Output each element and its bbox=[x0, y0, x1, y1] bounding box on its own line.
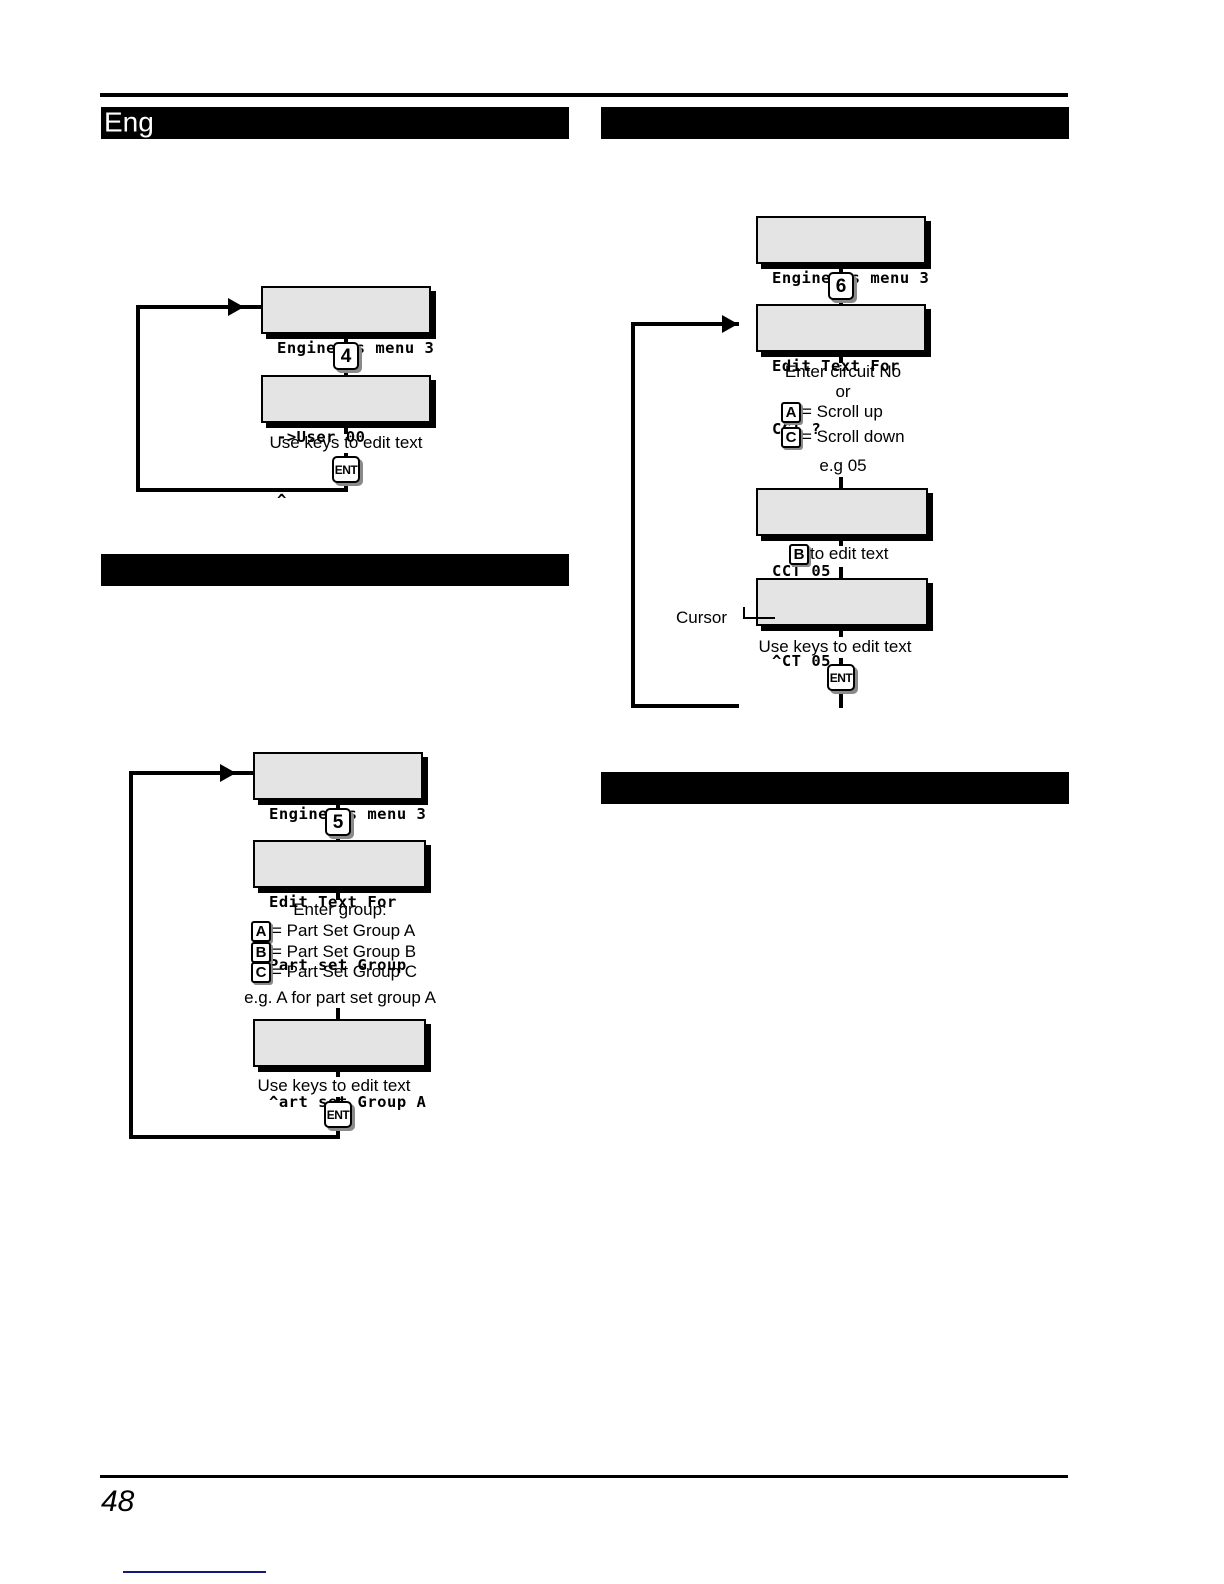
section-bar-right-top bbox=[601, 107, 1069, 139]
key-a[interactable]: A bbox=[781, 401, 801, 423]
lcd-engineers-menu: Engineers menu 3 Select Option :- bbox=[253, 752, 426, 886]
lcd-line-1: ^CT 05 bbox=[772, 652, 831, 670]
lcd-line-1: Edit Text For bbox=[772, 357, 900, 375]
connector-ent-to-loop bbox=[839, 690, 843, 708]
lcd-engineers-menu: Engineers menu 3 Select Option :- bbox=[756, 216, 929, 350]
edit-key-row: B to edit text bbox=[789, 543, 888, 565]
key-ent-label: ENT bbox=[829, 670, 853, 685]
caption-use-keys: Use keys to edit text bbox=[269, 433, 423, 452]
lcd-engineers-menu: Engineers menu 3 Select Option :- bbox=[261, 286, 434, 420]
caption-use-keys: Use keys to edit text bbox=[758, 637, 912, 656]
key-ent[interactable]: ENT bbox=[827, 664, 855, 691]
connector-ent-to-loop bbox=[336, 1126, 340, 1139]
header-rule bbox=[100, 93, 1068, 97]
lcd-user-entry: ->User 00 ^ bbox=[261, 375, 431, 509]
footer-rule bbox=[100, 1475, 1068, 1478]
lcd-cct-number: CCT 05 bbox=[756, 488, 928, 580]
instruction-enter-group: Enter group: bbox=[293, 900, 387, 919]
example-cct: e.g 05 bbox=[819, 456, 867, 475]
page-number: 48 bbox=[101, 1485, 135, 1518]
key-6[interactable]: 6 bbox=[828, 272, 854, 300]
key-5-label: 5 bbox=[332, 811, 344, 833]
example-partset: e.g. A for part set group A bbox=[244, 988, 436, 1007]
key-ent-label: ENT bbox=[326, 1107, 350, 1122]
option-row-scroll-up-label: = Scroll up bbox=[802, 402, 883, 421]
lcd-cct-edit: ^CT 05 bbox=[756, 578, 928, 670]
option-row-c: C = Part Set Group C bbox=[251, 961, 417, 983]
connector-box-to-caption bbox=[344, 423, 348, 434]
connector-example-to-box bbox=[336, 1008, 340, 1020]
lcd-line-2: ^ bbox=[277, 491, 287, 509]
scan-artifact-line bbox=[123, 1571, 266, 1573]
option-row-b-label: = Part Set Group B bbox=[272, 942, 417, 961]
connector-prompt-to-instruction bbox=[336, 888, 340, 900]
section-bar-eng: Eng bbox=[101, 107, 569, 139]
lcd-edit-text-for-cct: Edit Text For CCT ? bbox=[756, 304, 926, 438]
cursor-callout-label: Cursor bbox=[676, 608, 728, 627]
edit-key-row-label: to edit text bbox=[810, 544, 889, 563]
connector-editkey-to-editbox bbox=[839, 567, 843, 579]
return-loop-arrowhead bbox=[722, 315, 738, 333]
lcd-line-1: Edit Text For bbox=[269, 893, 397, 911]
connector-box-to-caption bbox=[336, 1067, 340, 1077]
instruction-enter-circuit-no: Enter circuit No bbox=[784, 362, 902, 381]
cursor-callout-line bbox=[743, 607, 775, 619]
key-5[interactable]: 5 bbox=[325, 808, 351, 836]
option-row-a-label: = Part Set Group A bbox=[272, 921, 416, 940]
key-ent[interactable]: ENT bbox=[324, 1101, 352, 1128]
lcd-line-2: Part set Group bbox=[269, 956, 407, 974]
key-c[interactable]: C bbox=[781, 426, 801, 448]
return-loop-path bbox=[631, 322, 739, 708]
key-b[interactable]: B bbox=[789, 543, 809, 565]
connector-ent-to-loop bbox=[344, 481, 348, 492]
lcd-partset-result: ^art set Group A bbox=[253, 1019, 426, 1111]
caption-use-keys: Use keys to edit text bbox=[257, 1076, 411, 1095]
connector-cct-to-editkey bbox=[839, 536, 843, 546]
option-row-b: B = Part Set Group B bbox=[251, 941, 416, 963]
key-ent-label: ENT bbox=[334, 462, 358, 477]
section-bar-eng-label: Eng bbox=[104, 106, 154, 138]
return-loop-arrowhead bbox=[220, 764, 236, 782]
section-bar-left-mid bbox=[101, 554, 569, 586]
key-ent[interactable]: ENT bbox=[332, 456, 360, 483]
instruction-or: or bbox=[835, 382, 851, 401]
key-a[interactable]: A bbox=[251, 920, 271, 942]
option-row-a: A = Part Set Group A bbox=[251, 920, 415, 942]
section-bar-right-bottom bbox=[601, 772, 1069, 804]
lcd-edit-text-for-partset: Edit Text For Part set Group bbox=[253, 840, 426, 974]
key-b[interactable]: B bbox=[251, 941, 271, 963]
option-row-scroll-up: A = Scroll up bbox=[781, 401, 883, 423]
connector-prompt-to-instruction bbox=[839, 352, 843, 363]
key-4-label: 4 bbox=[340, 345, 352, 367]
lcd-line-1: ->User 00 bbox=[277, 428, 366, 446]
connector-example-to-cct-box bbox=[839, 477, 843, 489]
option-row-c-label: = Part Set Group C bbox=[272, 962, 418, 981]
option-row-scroll-down-label: = Scroll down bbox=[802, 427, 905, 446]
key-6-label: 6 bbox=[835, 275, 847, 297]
option-row-scroll-down: C = Scroll down bbox=[781, 426, 905, 448]
key-c[interactable]: C bbox=[251, 961, 271, 983]
key-4[interactable]: 4 bbox=[333, 342, 359, 370]
lcd-line-1: CCT 05 bbox=[772, 562, 831, 580]
connector-editbox-to-caption bbox=[839, 626, 843, 637]
return-loop-arrowhead bbox=[228, 298, 244, 316]
